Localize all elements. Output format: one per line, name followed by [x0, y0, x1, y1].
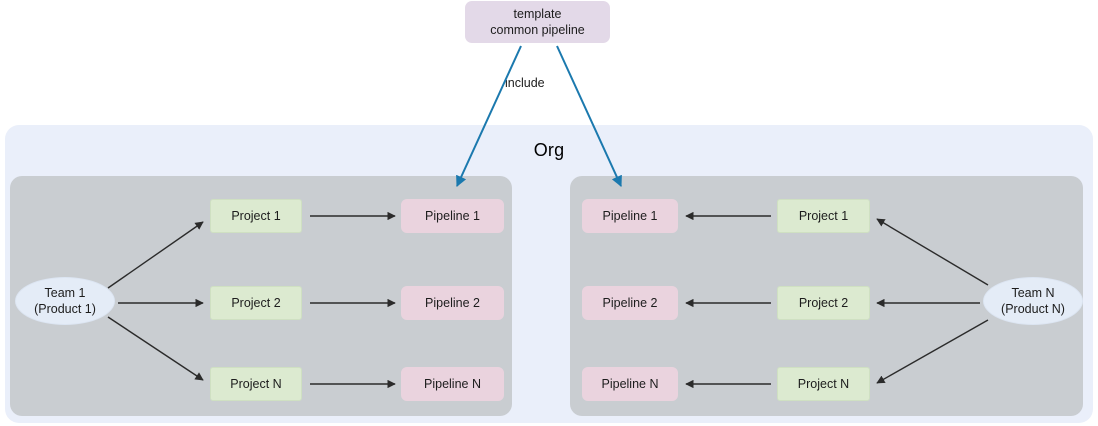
team-node-left[interactable]: Team 1 (Product 1)	[15, 277, 115, 325]
org-label: Org	[533, 140, 565, 160]
team-left-line-1: Team 1	[44, 286, 86, 300]
pipeline-node-left-1[interactable]: Pipeline 1	[401, 199, 504, 233]
team-left-line-2: (Product 1)	[34, 302, 96, 316]
pipeline-node-right-n[interactable]: Pipeline N	[582, 367, 678, 401]
pipeline-node-left-n[interactable]: Pipeline N	[401, 367, 504, 401]
pipeline-node-right-1[interactable]: Pipeline 1	[582, 199, 678, 233]
project-node-left-1[interactable]: Project 1	[210, 199, 302, 233]
project-node-left-n[interactable]: Project N	[210, 367, 302, 401]
include-edge-label: include	[505, 76, 545, 90]
project-node-right-n[interactable]: Project N	[777, 367, 870, 401]
project-node-right-2[interactable]: Project 2	[777, 286, 870, 320]
pipeline-node-right-2[interactable]: Pipeline 2	[582, 286, 678, 320]
team-right-line-1: Team N	[1011, 286, 1055, 300]
project-node-right-1[interactable]: Project 1	[777, 199, 870, 233]
team-node-right[interactable]: Team N (Product N)	[983, 277, 1083, 325]
template-common-pipeline-node[interactable]: template common pipeline	[465, 1, 610, 43]
template-line-2: common pipeline	[490, 23, 585, 37]
template-line-1: template	[513, 7, 562, 21]
team-right-line-2: (Product N)	[1001, 302, 1065, 316]
project-node-left-2[interactable]: Project 2	[210, 286, 302, 320]
pipeline-node-left-2[interactable]: Pipeline 2	[401, 286, 504, 320]
